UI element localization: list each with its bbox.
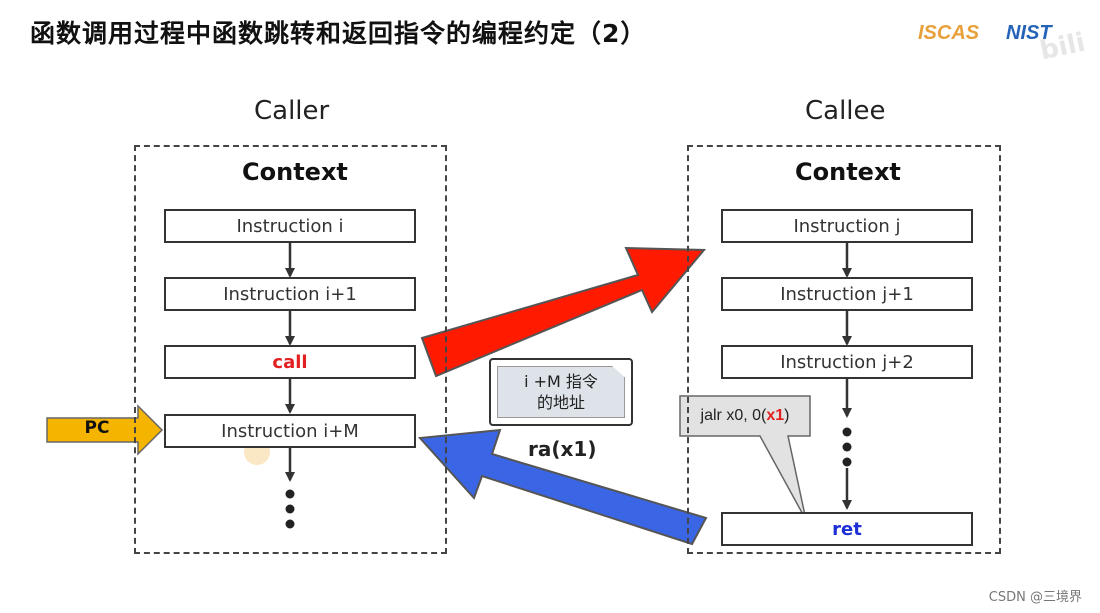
caller-instruction-i1: Instruction i+1 bbox=[164, 277, 416, 311]
jalr-suffix: ) bbox=[784, 407, 790, 424]
page-title: 函数调用过程中函数跳转和返回指令的编程约定（2） bbox=[30, 19, 647, 48]
return-jump-arrow bbox=[417, 428, 708, 546]
callee-ellipsis-dot bbox=[842, 442, 852, 452]
callee-instruction-label: Instruction j+2 bbox=[780, 351, 914, 373]
caller-ellipsis-dot bbox=[285, 489, 295, 499]
ret-label: ret bbox=[832, 518, 862, 540]
note-line-2: 的地址 bbox=[536, 393, 585, 412]
pc-label: PC bbox=[84, 418, 110, 438]
footer-credit: CSDN @三境界 bbox=[988, 590, 1082, 605]
caller-instruction-label: Instruction i+M bbox=[221, 420, 359, 442]
caller-instruction-label: Instruction i+1 bbox=[223, 283, 357, 305]
ra-register-label: ra(x1) bbox=[528, 437, 597, 461]
callee-context-title: Context bbox=[795, 158, 901, 186]
callee-instruction-label: Instruction j bbox=[793, 215, 901, 237]
callee-ret-instruction: ret bbox=[721, 512, 973, 546]
callee-heading: Callee bbox=[805, 96, 886, 126]
callee-ellipsis-dot bbox=[842, 457, 852, 467]
jalr-callout-text: jalr x0, 0(x1) bbox=[682, 396, 808, 436]
callee-instruction-label: Instruction j+1 bbox=[780, 283, 914, 305]
caller-context-title: Context bbox=[242, 158, 348, 186]
caller-ellipsis-dot bbox=[285, 519, 295, 529]
return-address-note-body: i +M 指令 的地址 bbox=[497, 366, 625, 418]
callee-context-frame bbox=[687, 145, 1001, 554]
call-label: call bbox=[272, 351, 308, 373]
callee-instruction-j: Instruction j bbox=[721, 209, 973, 243]
pc-arrow bbox=[46, 404, 164, 456]
callee-instruction-j2: Instruction j+2 bbox=[721, 345, 973, 379]
jalr-prefix: jalr x0, 0( bbox=[700, 407, 767, 424]
call-jump-arrow bbox=[420, 246, 707, 378]
callee-instruction-j1: Instruction j+1 bbox=[721, 277, 973, 311]
caller-call-instruction: call bbox=[164, 345, 416, 379]
caller-instruction-label: Instruction i bbox=[236, 215, 344, 237]
callee-ellipsis-dot bbox=[842, 427, 852, 437]
caller-context-frame bbox=[134, 145, 447, 554]
jalr-callout bbox=[679, 395, 811, 521]
caller-ellipsis-dot bbox=[285, 504, 295, 514]
caller-heading: Caller bbox=[254, 96, 330, 126]
iscas-logo: ISCAS bbox=[918, 22, 980, 44]
note-line-1: i +M 指令 bbox=[524, 372, 598, 391]
return-address-note: i +M 指令 的地址 bbox=[489, 358, 633, 426]
jalr-register: x1 bbox=[766, 407, 785, 424]
caller-instruction-i: Instruction i bbox=[164, 209, 416, 243]
caller-instruction-im: Instruction i+M bbox=[164, 414, 416, 448]
nist-logo: NIST bbox=[1006, 22, 1052, 44]
